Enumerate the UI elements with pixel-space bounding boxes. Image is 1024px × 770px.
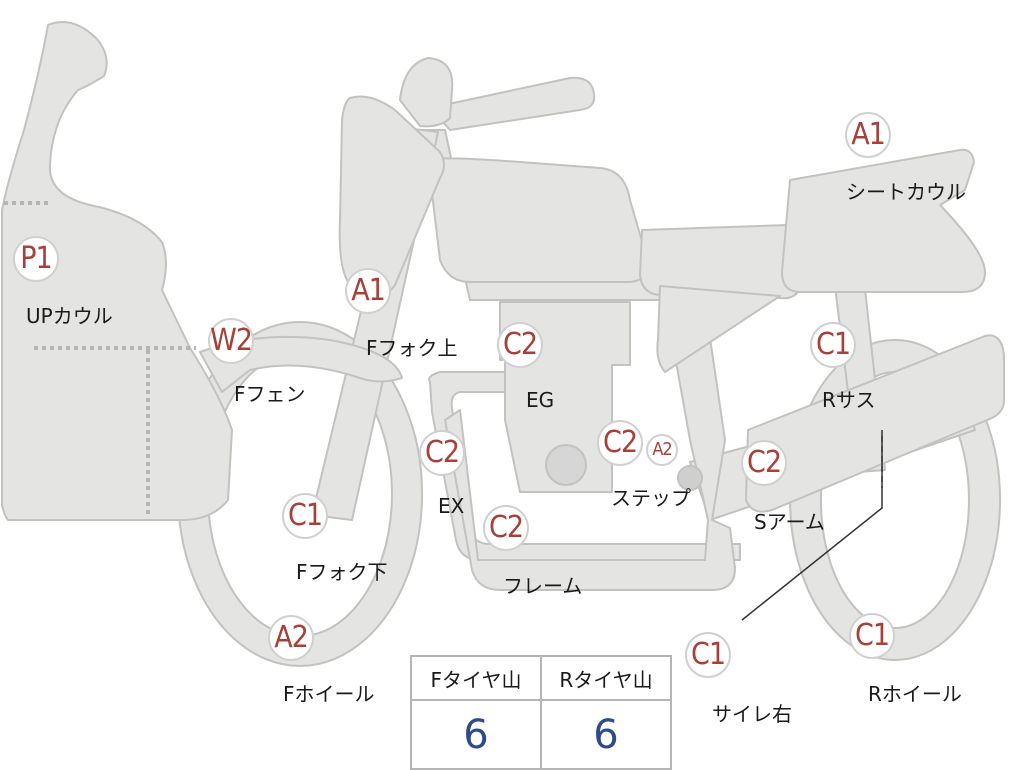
seat-cowl-shape <box>781 148 986 293</box>
muffler-shape <box>745 334 1005 513</box>
front-tread-header: Fタイヤ山 <box>410 655 542 701</box>
tire-tread-table: Fタイヤ山 Rタイヤ山 6 6 <box>410 655 672 770</box>
r-wheel-label: Rホイール <box>868 682 962 706</box>
r-wheel-code[interactable]: C1 <box>849 613 895 659</box>
handlebar-shape <box>429 76 596 131</box>
f-fork-low-code[interactable]: C1 <box>282 493 328 539</box>
up-cowl-code[interactable]: P1 <box>13 236 59 282</box>
step-label: ステップ <box>611 486 691 510</box>
f-fork-top-label: Fフォク上 <box>366 336 458 360</box>
engine-code[interactable]: C2 <box>497 322 543 368</box>
muffler-right-code[interactable]: C1 <box>685 632 731 678</box>
step-peg <box>677 465 703 491</box>
seat-cowl-code[interactable]: A1 <box>845 112 891 158</box>
r-sus-code[interactable]: C1 <box>810 322 856 368</box>
swingarm-code[interactable]: C2 <box>741 440 787 486</box>
step-code-secondary[interactable]: A2 <box>646 434 678 466</box>
f-fork-top-code[interactable]: A1 <box>345 268 391 314</box>
frame-code[interactable]: C2 <box>483 505 529 551</box>
r-sus-label: Rサス <box>822 388 876 412</box>
mirror-shape <box>399 57 454 128</box>
exhaust-code[interactable]: C2 <box>419 430 465 476</box>
frame-label: フレーム <box>503 574 583 598</box>
f-wheel-label: Fホイール <box>283 682 375 706</box>
up-cowl-label: UPカウル <box>26 304 113 328</box>
front-tread-value[interactable]: 6 <box>410 699 542 770</box>
fairing-shape <box>1 21 233 521</box>
f-fork-low-label: Fフォク下 <box>296 560 388 584</box>
tank-shape <box>427 157 650 283</box>
f-fender-code[interactable]: W2 <box>208 318 254 364</box>
muffler-right-label: サイレ右 <box>712 702 792 726</box>
rear-tread-value[interactable]: 6 <box>540 699 672 770</box>
swingarm-label: Sアーム <box>754 510 825 534</box>
exhaust-label: EX <box>438 494 465 518</box>
f-wheel-code[interactable]: A2 <box>268 615 314 661</box>
engine-label: EG <box>526 388 555 412</box>
f-fender-label: Fフェン <box>234 382 306 406</box>
step-code[interactable]: C2 <box>597 420 643 466</box>
seat-cowl-label: シートカウル <box>846 180 966 204</box>
seat-bottom-shape <box>656 285 781 373</box>
engine-cover <box>545 444 587 486</box>
rear-tread-header: Rタイヤ山 <box>540 655 672 701</box>
